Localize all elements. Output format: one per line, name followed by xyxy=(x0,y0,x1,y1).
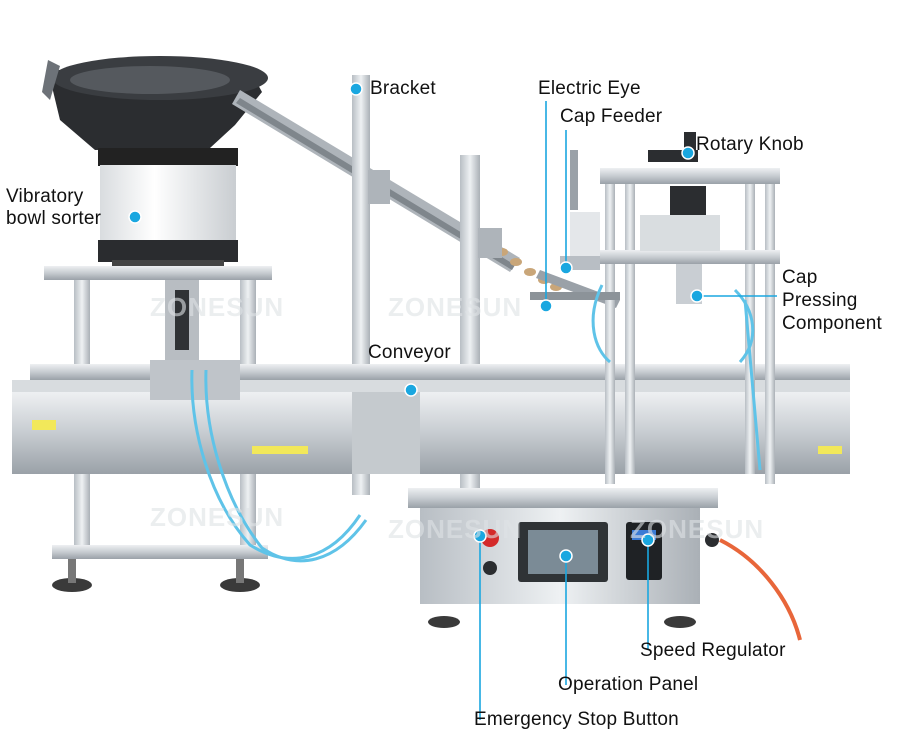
leader-lines xyxy=(479,101,777,720)
label-emergency-stop-button: Emergency Stop Button xyxy=(474,709,679,730)
watermark: ZONESUN xyxy=(388,292,523,322)
marker-emergency-stop xyxy=(473,529,487,543)
vibratory-bowl-sorter xyxy=(42,56,268,270)
label-conveyor: Conveyor xyxy=(368,342,451,363)
marker-bowl-sorter xyxy=(128,210,142,224)
marker-rotary-knob xyxy=(681,146,695,160)
marker-speed-regulator xyxy=(641,533,655,547)
watermark: ZONESUN xyxy=(150,292,285,322)
label-rotary-knob: Rotary Knob xyxy=(696,134,804,155)
label-cap-pressing-line2: Pressing xyxy=(782,290,858,311)
label-bracket: Bracket xyxy=(370,78,436,99)
watermark: ZONESUN xyxy=(150,502,285,532)
marker-cap-feeder xyxy=(559,261,573,275)
capping-head xyxy=(530,132,780,484)
air-hose-orange xyxy=(719,538,802,641)
marker-electric-eye xyxy=(539,299,553,313)
label-speed-regulator: Speed Regulator xyxy=(640,640,786,661)
label-cap-pressing-line3: Component xyxy=(782,313,883,334)
watermark: ZONESUN xyxy=(630,514,765,544)
marker-cap-pressing xyxy=(690,289,704,303)
label-vibratory-bowl-sorter-line1: Vibratory xyxy=(6,186,84,207)
label-cap-pressing-line1: Cap xyxy=(782,267,818,288)
marker-bracket xyxy=(349,82,363,96)
label-operation-panel: Operation Panel xyxy=(558,674,699,695)
conveyor xyxy=(12,360,850,474)
label-vibratory-bowl-sorter-line2: bowl sorter xyxy=(6,208,102,229)
marker-operation-panel xyxy=(559,549,573,563)
markers xyxy=(128,82,704,563)
watermark: ZONESUN xyxy=(388,514,523,544)
marker-conveyor xyxy=(404,383,418,397)
pneumatic-hoses xyxy=(190,284,762,563)
label-electric-eye: Electric Eye xyxy=(538,78,641,99)
control-cabinet xyxy=(408,488,719,628)
label-cap-feeder: Cap Feeder xyxy=(560,106,663,127)
